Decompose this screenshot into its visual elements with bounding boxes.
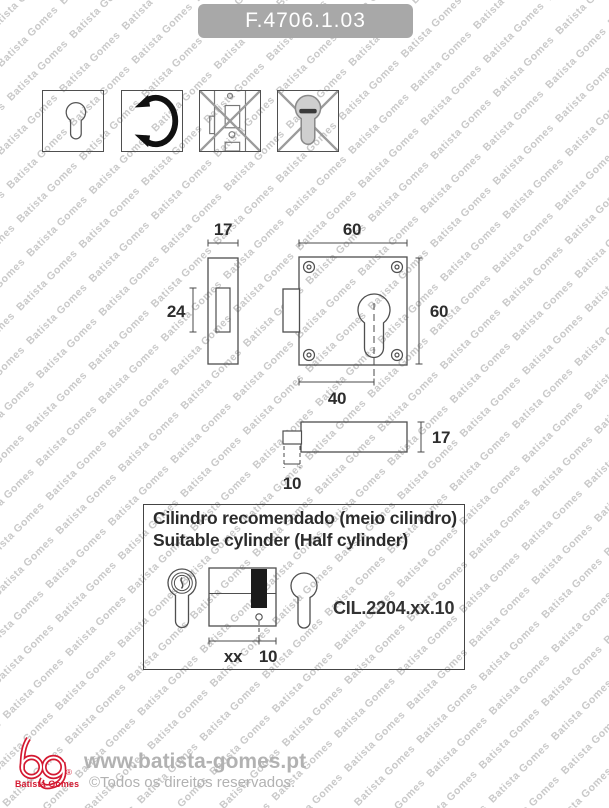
cylinder-recommendation-box: Cilindro recomendado (meio cilindro) Sui… xyxy=(143,504,465,670)
registered-mark: ® xyxy=(66,768,72,777)
half-cylinder-drawing: xx 10 xyxy=(167,567,318,666)
lock-technical-drawing: 17 24 60 60 40 xyxy=(167,220,451,493)
cylinder-code: CIL.2204.xx.10 xyxy=(333,598,455,618)
website-url: www.batista-gomes.pt xyxy=(84,750,307,773)
dim-cylinder-body: xx xyxy=(224,647,243,666)
icon-box-euro-keyhole xyxy=(42,90,104,152)
dim-cylinder-cam: 10 xyxy=(259,647,277,666)
dim-backset: 40 xyxy=(328,389,346,408)
brand-name: Batista Gomes xyxy=(15,779,80,789)
reversible-rotation-icon xyxy=(134,94,179,148)
euro-cylinder-keyhole-icon xyxy=(65,102,87,140)
keyway-icon xyxy=(180,576,184,589)
dim-slot-height: 24 xyxy=(167,302,186,321)
bolt-front xyxy=(282,288,301,333)
copyright-text: ©Todos os direitos reservados. xyxy=(89,774,296,791)
dim-bolt-throw: 10 xyxy=(283,474,301,493)
cylinder-silhouette xyxy=(290,572,318,629)
cylinder-title-pt: Cilindro recomendado (meio cilindro) xyxy=(153,508,457,528)
icon-box-reversible xyxy=(121,90,183,152)
dim-top-depth: 17 xyxy=(432,428,450,447)
bolt-top xyxy=(282,430,303,445)
product-code-badge: F.4706.1.03 xyxy=(198,4,413,38)
euro-keyhole-cutout xyxy=(357,293,391,359)
cylinder-title-en: Suitable cylinder (Half cylinder) xyxy=(153,530,408,550)
icon-box-no-mortise-lock xyxy=(199,90,261,152)
cylinder-face-profile xyxy=(167,568,197,629)
dim-front-height: 60 xyxy=(430,302,448,321)
dim-front-width: 60 xyxy=(343,220,361,239)
bg-logo xyxy=(19,737,67,790)
dim-side-width: 17 xyxy=(214,220,232,239)
cylinder-cam xyxy=(251,569,267,608)
no-mortise-lock-icon xyxy=(200,91,260,151)
icon-box-cylinder-not-included xyxy=(277,90,339,152)
product-code: F.4706.1.03 xyxy=(245,9,366,32)
screw-holes xyxy=(302,260,404,362)
cylinder-not-included-icon xyxy=(278,91,338,151)
